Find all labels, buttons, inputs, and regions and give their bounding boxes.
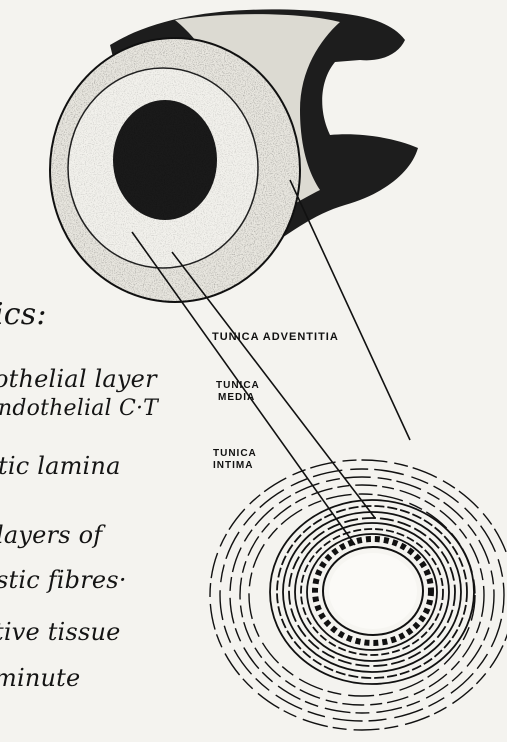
cross-section-lumen <box>329 553 417 629</box>
label-tunica-intima-line2: INTIMA <box>213 460 253 471</box>
label-tunica-media-line1: TUNICA <box>216 380 260 391</box>
leader-media <box>172 252 375 518</box>
note-line-5: stic fibres· <box>0 566 127 594</box>
note-line-3: tic lamina <box>0 452 121 480</box>
note-line-4: layers of <box>0 521 102 549</box>
label-tunica-media-line2: MEDIA <box>218 392 255 403</box>
note-line-1: othelial layer <box>0 365 157 393</box>
label-tunica-intima-line1: TUNICA <box>213 448 257 459</box>
note-line-7: minute <box>0 664 80 692</box>
artery-cross-section <box>210 460 507 730</box>
notes-heading: ics: <box>0 297 47 332</box>
artery-3d-illustration <box>50 9 418 302</box>
note-line-2: ndothelial C·T <box>0 396 158 421</box>
leader-adventitia <box>290 180 410 440</box>
note-line-6: tive tissue <box>0 618 121 646</box>
label-tunica-adventitia: TUNICA ADVENTITIA <box>212 331 339 343</box>
